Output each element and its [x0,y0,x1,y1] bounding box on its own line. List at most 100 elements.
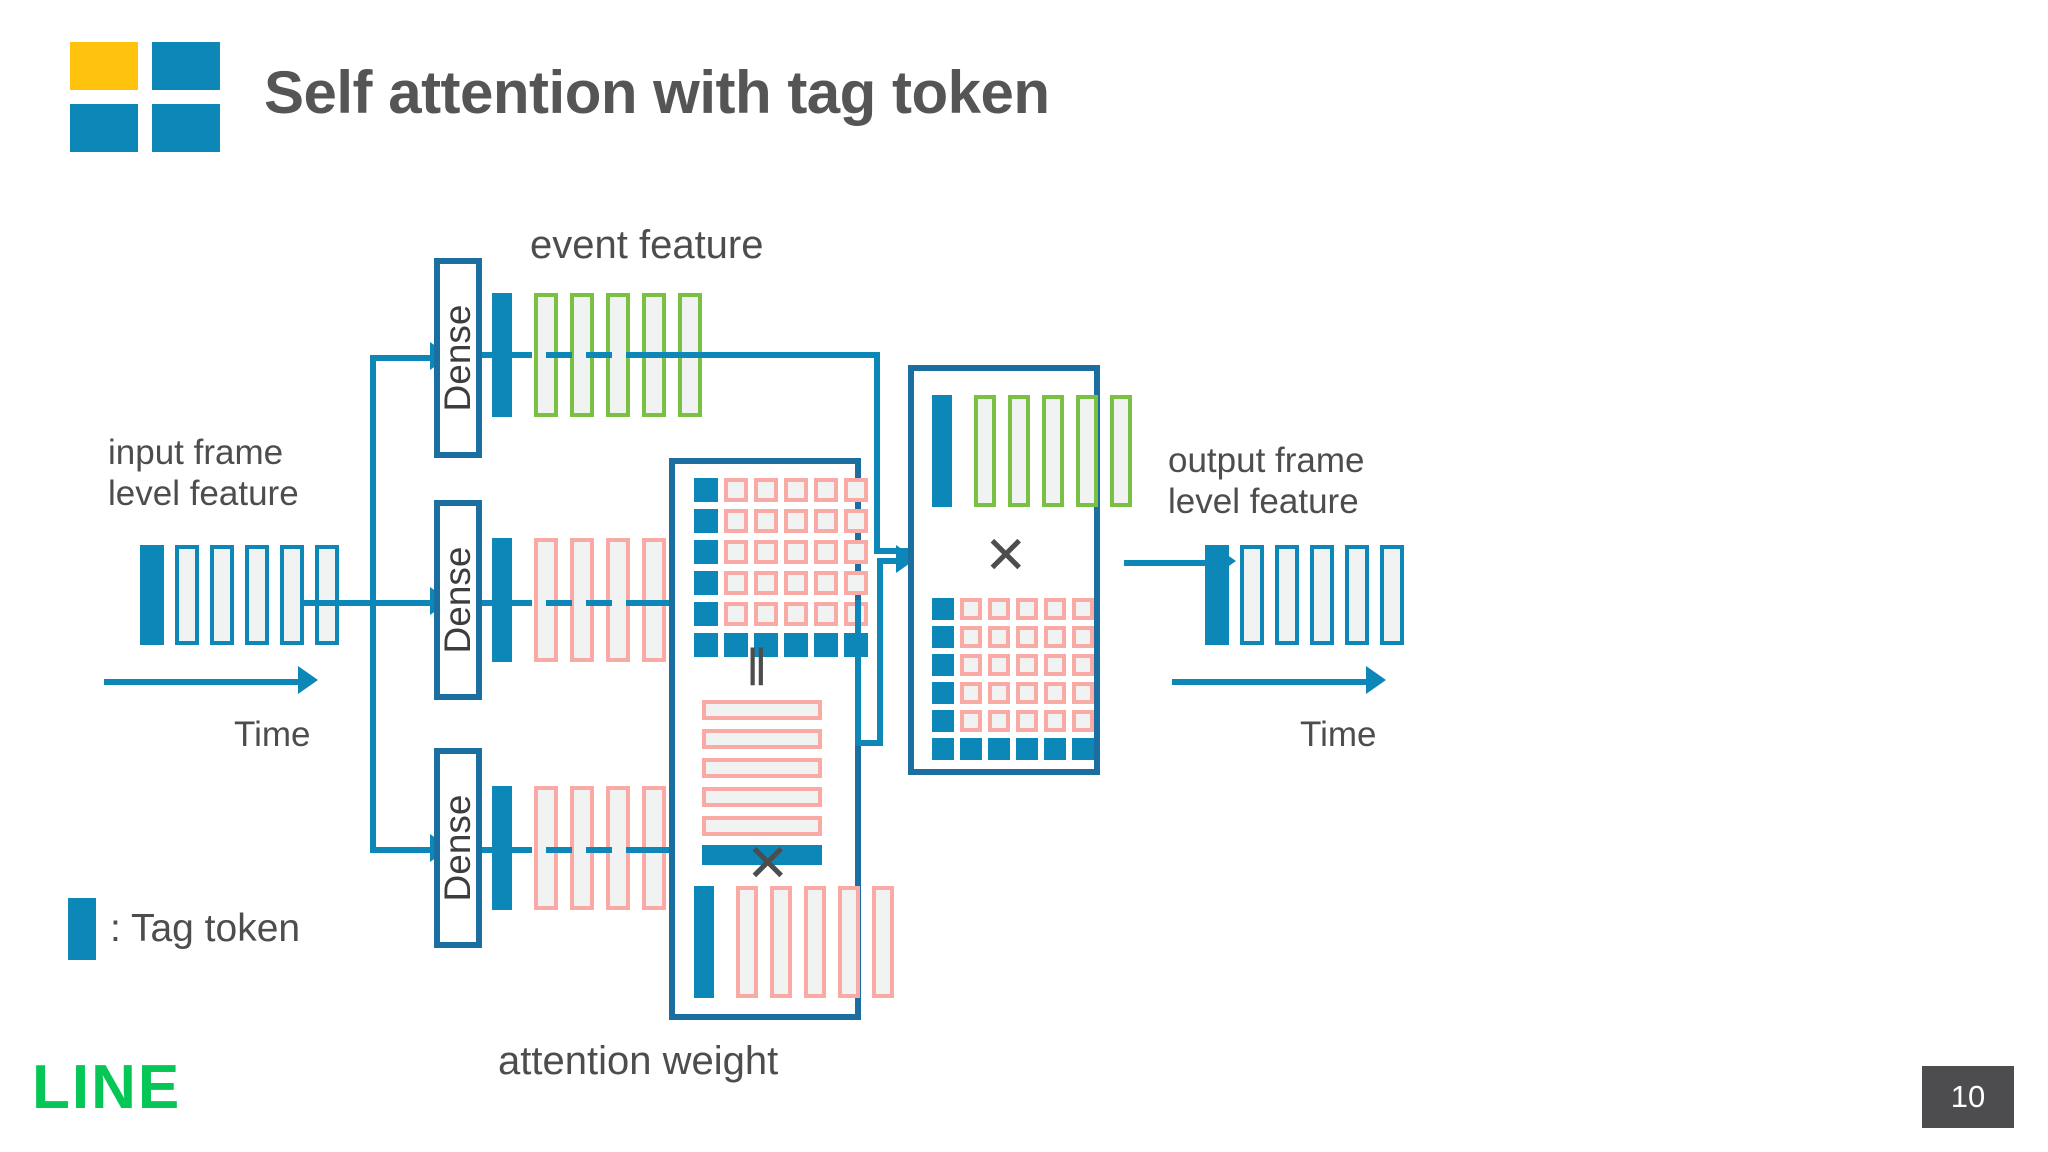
page-title: Self attention with tag token [264,59,1050,126]
matrix-cell [844,540,868,564]
matrix-cell-tag [1016,738,1038,760]
matrix-row [932,654,1094,682]
value-frame-bar [804,886,826,998]
event-frame-bar [974,395,996,507]
attention-value-sequence [694,886,894,998]
score-row-tag-bar [702,845,822,865]
matrix-cell [754,478,778,502]
dense2-to-attention-line [640,600,672,606]
matrix-cell [1072,654,1094,676]
multiply-operator-right: ✕ [984,527,1028,585]
matrix-cell [1016,626,1038,648]
matrix-cell [844,509,868,533]
logo-square-top-right [152,42,220,90]
attention-out-hline [855,740,883,746]
attention-out-vline-down [877,558,883,744]
tag-token-swatch-icon [68,898,96,960]
matrix-cell-tag [694,602,718,626]
matrix-cell [814,509,838,533]
matrix-cell [724,540,748,564]
matrix-cell-tag [1072,738,1094,760]
event-frame-bar [1110,395,1132,507]
matrix-row [932,626,1094,654]
event-feature-dashed-line [506,352,646,358]
weighted-event-sequence [932,395,1132,507]
event-frame-bar [1042,395,1064,507]
matrix-row [694,540,868,571]
tag-token-bar [694,886,714,998]
time-axis-left-arrowhead [298,666,318,694]
frame-bar [1275,545,1299,645]
matrix-cell-tag [932,738,954,760]
dense3-out-line [482,847,506,853]
matrix-cell-tag [1044,738,1066,760]
matrix-cell [814,602,838,626]
attention-weight-matrix [694,478,868,657]
matrix-cell [784,509,808,533]
matrix-cell [988,654,1010,676]
matrix-row [694,602,868,633]
dense3-dashed-line [506,847,646,853]
dense-block-3-label: Dense [437,794,478,902]
matrix-cell-tag [932,682,954,704]
matrix-row [694,478,868,509]
legend-label: : Tag token [110,907,301,950]
frame-bar [210,545,234,645]
frame-bar [1345,545,1369,645]
matrix-cell [814,571,838,595]
matrix-cell [784,540,808,564]
matrix-row-tag [932,738,1094,760]
input-feature-sequence [140,545,339,645]
matrix-cell-tag [960,738,982,760]
dense3-to-attention-line [640,847,672,853]
event-to-right-box-line [874,548,908,554]
matrix-cell-tag [932,626,954,648]
matrix-cell [1072,626,1094,648]
matrix-cell [844,571,868,595]
dense-block-2-label: Dense [437,546,478,654]
matrix-cell [1072,682,1094,704]
multiply-operator-left: ✕ [746,835,790,893]
matrix-cell [1016,654,1038,676]
score-row-bar [702,758,822,778]
matrix-cell [960,626,982,648]
matrix-cell [754,571,778,595]
input-feature-label: input frame level feature [108,433,299,514]
dense2-out-line [482,600,506,606]
frame-bar [315,545,339,645]
logo-square-top-left [70,42,138,90]
matrix-row [694,571,868,602]
matrix-cell-tag [988,738,1010,760]
matrix-cell [1044,598,1066,620]
matrix-cell [1044,710,1066,732]
matrix-cell [1016,710,1038,732]
matrix-cell [784,478,808,502]
matrix-cell [724,509,748,533]
tag-token-bar [140,545,164,645]
matrix-cell-tag [814,633,838,657]
event-frame-bar [1008,395,1030,507]
tag-token-bar [1205,545,1229,645]
frame-bar [1380,545,1404,645]
score-row-bar [702,700,822,720]
matrix-cell [1044,682,1066,704]
applied-attention-matrix [932,598,1094,760]
matrix-cell [1016,598,1038,620]
matrix-row [932,710,1094,738]
matrix-cell-tag [932,598,954,620]
matrix-cell [1016,682,1038,704]
matrix-cell [1072,598,1094,620]
value-frame-bar [736,886,758,998]
rightbox-to-output-line [1124,560,1220,566]
matrix-cell-tag [724,633,748,657]
matrix-cell [988,710,1010,732]
matrix-cell [844,478,868,502]
matrix-cell [724,478,748,502]
time-label-right: Time [1300,715,1377,754]
matrix-cell [988,598,1010,620]
branch-top-line [370,355,434,361]
matrix-row [694,509,868,540]
attention-score-rows [702,700,822,865]
matrix-cell-tag [694,509,718,533]
matrix-cell [724,602,748,626]
